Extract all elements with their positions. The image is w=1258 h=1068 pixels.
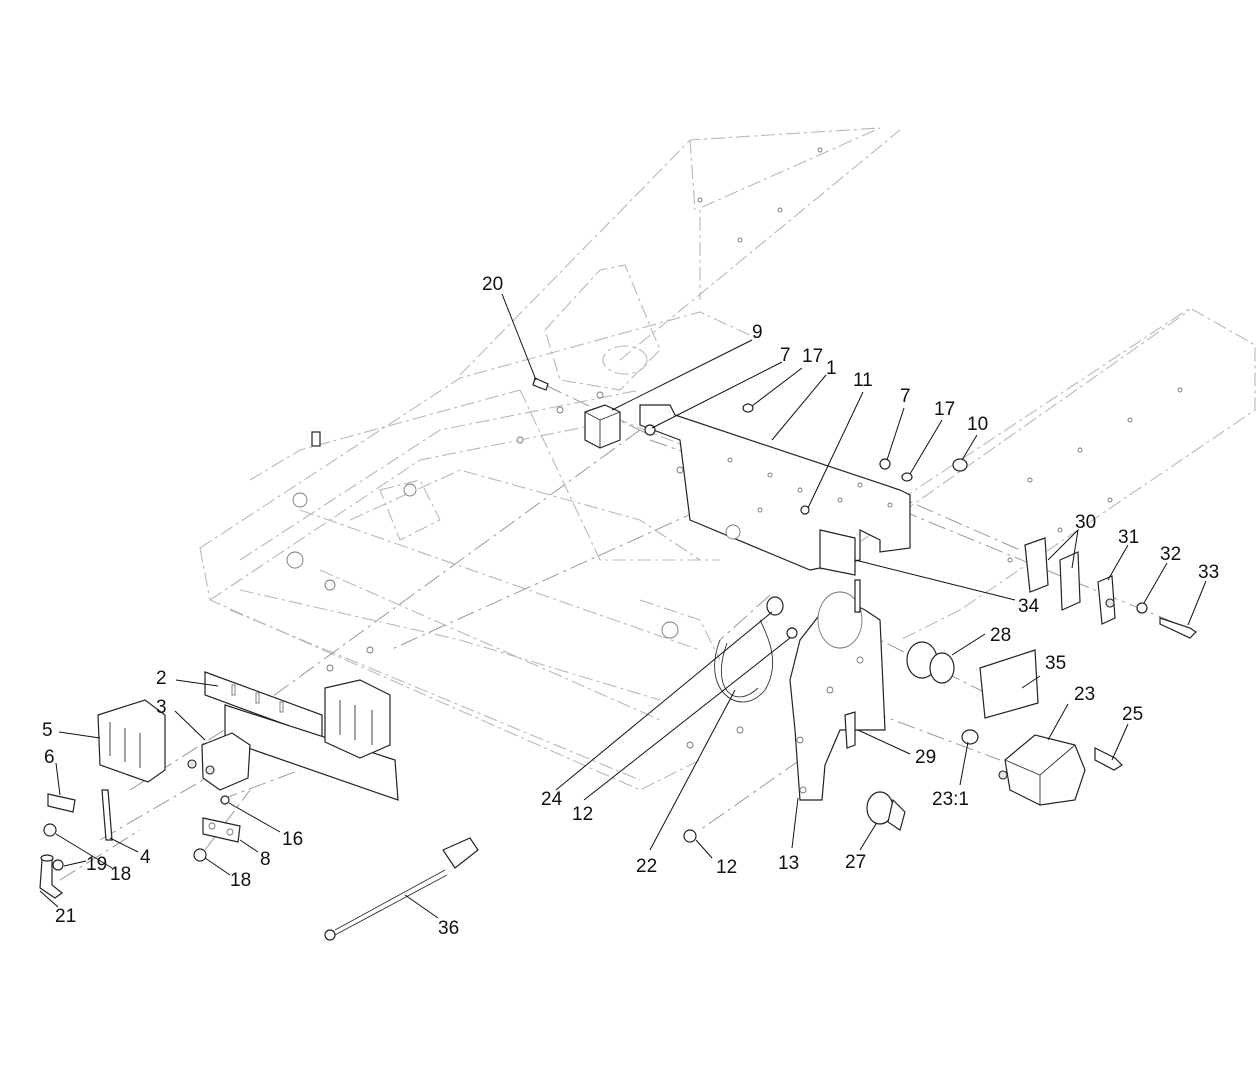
callout-23: 23 [1074, 684, 1095, 705]
callout-1: 1 [826, 358, 837, 379]
terminal-stud [854, 579, 861, 613]
decal [819, 529, 856, 576]
circuit-breaker [187, 732, 251, 791]
callout-7: 7 [780, 345, 791, 366]
washer [742, 403, 968, 482]
callout-24: 24 [541, 789, 563, 810]
relay [584, 404, 621, 449]
callout-29: 29 [915, 747, 936, 768]
callout-34: 34 [1018, 596, 1040, 617]
callout-10: 10 [967, 414, 988, 435]
callout-31: 31 [1118, 527, 1139, 548]
callout-22: 22 [636, 856, 657, 877]
bolt [532, 377, 549, 391]
bolt [1094, 747, 1123, 771]
washer [961, 729, 979, 745]
callout-8: 8 [260, 849, 271, 870]
callout-18: 18 [110, 864, 131, 885]
switch-assembly [998, 734, 1086, 806]
terminal-boot [39, 854, 63, 899]
callout-23-1: 23:1 [932, 789, 969, 810]
callout-20: 20 [482, 274, 503, 295]
nut [683, 627, 798, 843]
washer [1136, 602, 1148, 614]
cable [714, 619, 774, 703]
clamp-plate [1097, 575, 1116, 625]
callout-32: 32 [1160, 544, 1181, 565]
callout-16: 16 [282, 829, 303, 850]
callout-28: 28 [990, 625, 1011, 646]
clamp-blocks [1024, 537, 1081, 611]
plug [766, 596, 784, 616]
bus-bar [47, 789, 113, 841]
power-plug [866, 791, 906, 831]
callout-12: 12 [716, 857, 737, 878]
callout-19: 19 [86, 854, 107, 875]
callout-36: 36 [438, 918, 459, 939]
callout-2: 2 [156, 668, 167, 689]
main-mounting-panel [639, 404, 911, 571]
callout-17: 17 [934, 399, 955, 420]
decal [979, 649, 1039, 719]
callout-labels: 20 9 7 17 1 11 7 17 10 30 31 32 33 34 28… [42, 274, 1219, 939]
callout-11: 11 [853, 370, 873, 391]
chassis-frame-phantom [199, 127, 1256, 791]
callout-6: 6 [44, 747, 55, 768]
callout-33: 33 [1198, 562, 1219, 583]
callout-35: 35 [1045, 653, 1066, 674]
wire-harness [324, 837, 479, 941]
callout-27: 27 [845, 852, 866, 873]
callout-13: 13 [778, 853, 799, 874]
assembly-centerlines [59, 384, 1181, 881]
callout-3: 3 [156, 697, 167, 718]
callout-25: 25 [1122, 704, 1143, 725]
nut [43, 795, 230, 871]
callout-12: 12 [572, 804, 593, 825]
callout-5: 5 [42, 720, 53, 741]
jumper-link [202, 817, 241, 843]
callout-21: 21 [55, 906, 76, 927]
callout-17: 17 [802, 346, 823, 367]
bolt [1159, 617, 1197, 639]
callout-7: 7 [900, 386, 911, 407]
bolt [844, 711, 856, 749]
socket [906, 641, 955, 684]
callout-30: 30 [1075, 512, 1096, 533]
callout-4: 4 [140, 847, 151, 868]
nut [644, 424, 891, 515]
fuse-block [97, 679, 391, 783]
mounting-bracket [789, 591, 886, 801]
callout-9: 9 [752, 322, 763, 343]
callout-18: 18 [230, 870, 251, 891]
leader-lines [39, 293, 1207, 919]
